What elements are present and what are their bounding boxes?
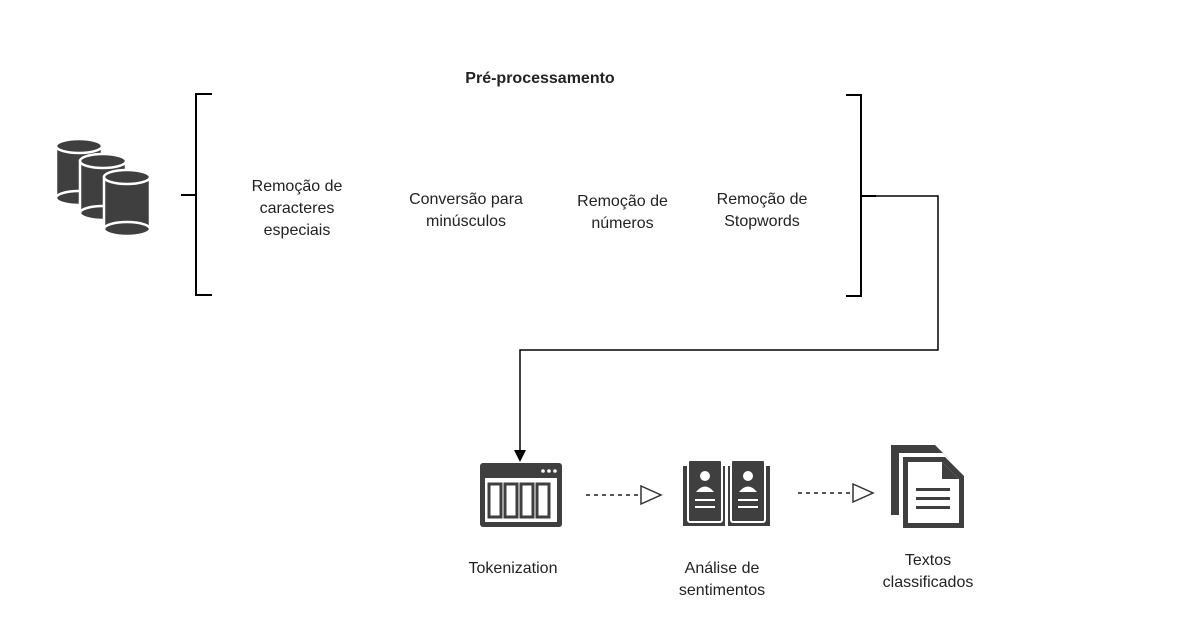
dashed-arrow-1 [586,484,663,506]
documents-icon [891,445,964,528]
open-book-icon [683,459,770,526]
step-numbers: Remoção de números [555,191,690,235]
pipeline-tokenization-label: Tokenization [443,558,583,580]
pipeline-label-line: classificados [882,574,974,591]
step-label-line: Remoção de [716,191,808,208]
pipeline-label-line: Tokenization [468,560,558,577]
database-icon [54,137,152,238]
step-label-line: Stopwords [724,213,800,230]
pipeline-label-line: sentimentos [678,582,766,599]
step-label-line: Remoção de [577,193,668,210]
right-bracket [846,94,876,297]
pipeline-label-line: Análise de [684,560,760,577]
connector-arrow [514,195,939,462]
pipeline-sentiment-label: Análise de sentimentos [652,558,792,602]
step-special-chars: Remoção de caracteres especiais [222,176,372,242]
step-lowercase: Conversão para minúsculos [385,189,547,233]
left-bracket [181,93,212,296]
dashed-arrow-2 [798,482,875,504]
step-label-line: Remoção de [251,178,343,195]
pipeline-label-line: Textos [904,552,952,569]
tokenization-window-icon [480,463,562,527]
diagram-title: Pré-processamento [465,70,615,87]
step-label-line: especiais [263,222,331,239]
step-label-line: caracteres [259,200,335,217]
step-label-line: números [591,215,654,232]
step-label-line: minúsculos [425,213,507,230]
step-label-line: Conversão para [409,191,523,208]
step-stopwords: Remoção de Stopwords [692,189,832,233]
pipeline-classified-label: Textos classificados [858,550,998,594]
